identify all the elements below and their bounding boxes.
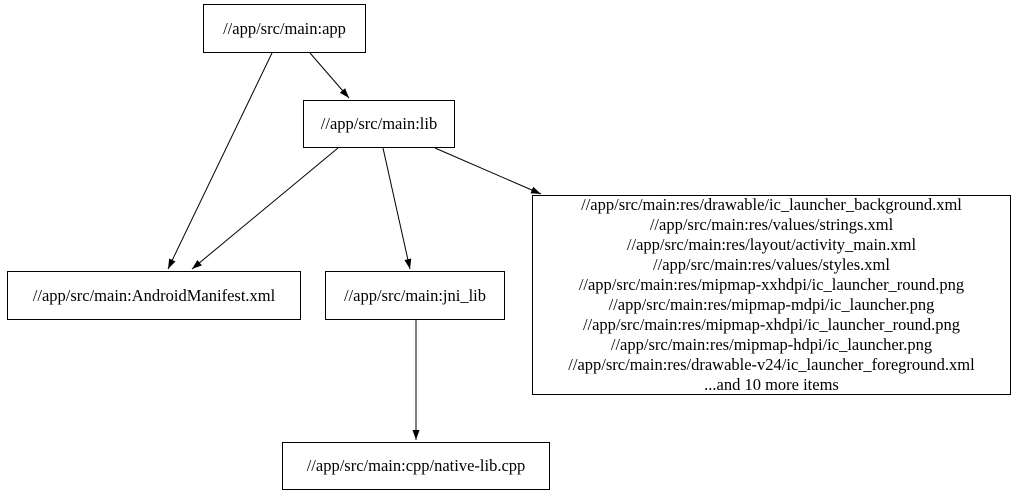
node-res-group: //app/src/main:res/drawable/ic_launcher_… <box>532 195 1011 395</box>
res-file-line: //app/src/main:res/mipmap-hdpi/ic_launch… <box>610 335 933 354</box>
node-native-cpp: //app/src/main:cpp/native-lib.cpp <box>282 442 550 490</box>
res-file-line: //app/src/main:res/drawable/ic_launcher_… <box>581 195 962 214</box>
res-file-line: //app/src/main:res/drawable-v24/ic_launc… <box>568 355 975 374</box>
node-android-manifest-label: //app/src/main:AndroidManifest.xml <box>32 285 276 305</box>
node-native-cpp-label: //app/src/main:cpp/native-lib.cpp <box>306 456 526 475</box>
edge-app-to-lib <box>309 52 350 99</box>
res-file-line: //app/src/main:res/values/strings.xml <box>649 215 894 234</box>
res-file-line: //app/src/main:res/mipmap-xhdpi/ic_launc… <box>582 315 961 334</box>
res-more-items-line: ...and 10 more items <box>704 375 839 394</box>
res-file-line: //app/src/main:res/values/styles.xml <box>653 255 890 274</box>
node-jni-lib-label: //app/src/main:jni_lib <box>343 285 487 305</box>
res-file-line: //app/src/main:res/mipmap-xxhdpi/ic_laun… <box>578 275 965 294</box>
res-file-line: //app/src/main:res/layout/activity_main.… <box>626 235 917 254</box>
node-lib-target: //app/src/main:lib <box>303 100 455 148</box>
node-app-target: //app/src/main:app <box>203 4 366 53</box>
node-lib-label: //app/src/main:lib <box>320 114 438 133</box>
edge-app-to-android-manifest <box>167 52 273 270</box>
node-app-label: //app/src/main:app <box>223 18 346 38</box>
node-android-manifest: //app/src/main:AndroidManifest.xml <box>7 271 301 320</box>
edge-lib-to-jni-lib <box>382 147 412 270</box>
edge-lib-to-res-group <box>434 147 542 195</box>
edge-lib-to-android-manifest <box>191 147 339 270</box>
res-file-line: //app/src/main:res/mipmap-mdpi/ic_launch… <box>608 295 935 314</box>
node-jni-lib: //app/src/main:jni_lib <box>325 271 505 320</box>
